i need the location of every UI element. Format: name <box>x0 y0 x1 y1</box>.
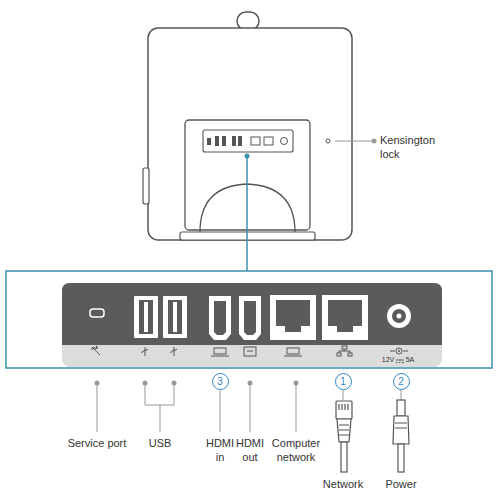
part-label: 5A <box>403 356 417 365</box>
callout-number: 3 <box>212 373 229 390</box>
callout-text: 1 <box>340 376 346 387</box>
callout-number: 2 <box>393 373 410 390</box>
callout-text: 3 <box>217 376 223 387</box>
part-label: USB <box>140 437 180 451</box>
part-label: HDMI in <box>205 437 235 465</box>
part-label: Computer network <box>267 437 325 465</box>
part-label: Network <box>308 478 378 492</box>
part-label: Service port <box>57 437 137 451</box>
part-label: HDMI out <box>235 437 265 465</box>
callout-text: 2 <box>398 376 404 387</box>
part-label: Power <box>371 478 431 492</box>
callout-number: 1 <box>335 373 352 390</box>
part-label: Kensington lock <box>380 134 442 162</box>
part-label: 12V <box>380 356 396 365</box>
